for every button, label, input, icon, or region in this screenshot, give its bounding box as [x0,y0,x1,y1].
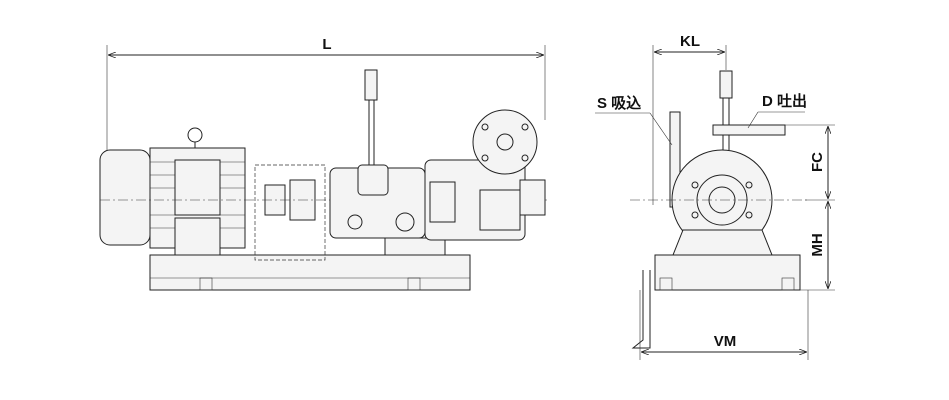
label-suction: S 吸込 [597,94,641,112]
anchor-bolt [631,270,651,349]
motor-fan-cover [99,149,151,246]
label-l: L [322,36,331,53]
coupling-guard [254,164,326,261]
label-fc: FC [809,152,826,172]
end-view: KL S 吸込 D 吐出 FC MH VM [595,33,835,360]
label-mh: MH [809,233,826,256]
base-plate-end [654,254,801,291]
base-plate [149,254,471,291]
side-view: L [99,36,550,291]
label-kl: KL [680,33,700,50]
discharge-flange-end [712,124,786,136]
label-vm: VM [714,333,737,350]
terminal-box [174,159,221,216]
label-discharge: D 吐出 [762,92,807,110]
lifting-eye [187,127,203,143]
handle-grip [364,69,378,101]
discharge-flange [472,109,538,175]
